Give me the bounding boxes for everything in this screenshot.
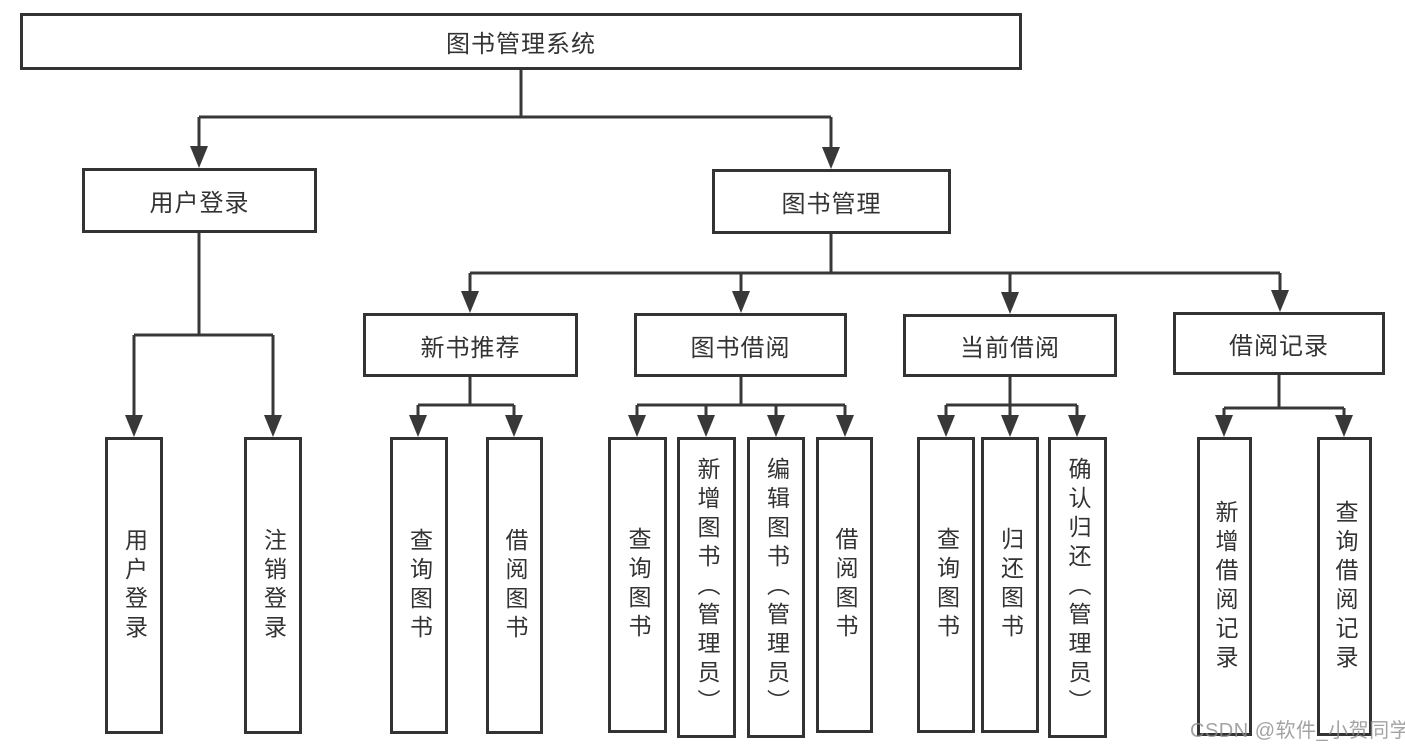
node-label: 借阅记录 xyxy=(1229,333,1329,360)
arrowhead-icon xyxy=(190,146,208,168)
arrowhead-icon xyxy=(628,415,646,437)
arrowhead-icon xyxy=(1068,415,1086,437)
node-label: 图书借阅 xyxy=(690,334,791,362)
csdn-watermark: CSDN @软件_小贺同学 xyxy=(1190,720,1405,742)
arrowhead-icon xyxy=(1001,415,1019,437)
arrowhead-icon xyxy=(732,291,750,313)
leaf-label: 归还图书 xyxy=(997,527,1024,643)
arrowhead-icon xyxy=(409,415,427,437)
leaf-edit-books-admin: 编辑图书（管理员） xyxy=(747,437,805,738)
leaf-label: 查询图书 xyxy=(625,527,651,643)
leaf-label: 借阅图书 xyxy=(832,527,858,643)
node-library-management-system: 图书管理系统 xyxy=(20,13,1022,70)
node-book-borrow: 图书借阅 xyxy=(634,313,847,377)
leaf-return-books: 归还图书 xyxy=(981,437,1039,733)
arrowhead-icon xyxy=(1215,415,1233,437)
arrowhead-icon xyxy=(125,415,143,437)
node-new-book-recommend: 新书推荐 xyxy=(363,313,578,377)
node-user-login: 用户登录 xyxy=(82,168,317,233)
leaf-label: 新增图书（管理员） xyxy=(694,457,720,718)
leaf-user-login: 用户登录 xyxy=(105,437,163,734)
leaf-add-books-admin: 新增图书（管理员） xyxy=(677,437,736,738)
arrowhead-icon xyxy=(836,415,854,437)
node-borrow-records: 借阅记录 xyxy=(1173,312,1385,375)
node-label: 用户登录 xyxy=(149,190,250,217)
node-current-borrow: 当前借阅 xyxy=(903,314,1117,377)
leaf-label: 注销登录 xyxy=(260,527,287,644)
arrowhead-icon xyxy=(1271,290,1289,312)
arrowhead-icon xyxy=(697,415,715,437)
leaf-borrow-books-2: 借阅图书 xyxy=(816,437,873,733)
leaf-label: 查询图书 xyxy=(933,527,960,643)
arrowhead-icon xyxy=(1335,415,1353,437)
leaf-borrow-books-1: 借阅图书 xyxy=(486,437,543,734)
arrowhead-icon xyxy=(264,415,282,437)
leaf-label: 查询图书 xyxy=(406,527,433,644)
arrowhead-icon xyxy=(937,415,955,437)
leaf-label: 新增借阅记录 xyxy=(1212,499,1238,674)
arrowhead-icon xyxy=(767,415,785,437)
leaf-logout: 注销登录 xyxy=(244,437,302,734)
node-label: 当前借阅 xyxy=(960,335,1060,362)
node-label: 图书管理 xyxy=(781,191,882,218)
arrowhead-icon xyxy=(505,415,523,437)
leaf-label: 借阅图书 xyxy=(502,527,528,644)
node-book-management: 图书管理 xyxy=(712,169,951,234)
leaf-label: 用户登录 xyxy=(121,527,148,644)
leaf-query-books-1: 查询图书 xyxy=(390,437,448,734)
leaf-confirm-return-admin: 确认归还（管理员） xyxy=(1048,437,1107,738)
leaf-label: 确认归还（管理员） xyxy=(1065,457,1091,718)
leaf-query-borrow-record: 查询借阅记录 xyxy=(1317,437,1372,736)
node-label: 图书管理系统 xyxy=(446,31,596,58)
arrowhead-icon xyxy=(1001,292,1019,314)
leaf-label: 查询借阅记录 xyxy=(1332,499,1358,674)
leaf-query-books-2: 查询图书 xyxy=(608,437,667,733)
arrowhead-icon xyxy=(461,291,479,313)
leaf-query-books-3: 查询图书 xyxy=(917,437,975,733)
leaf-add-borrow-record: 新增借阅记录 xyxy=(1197,437,1252,736)
leaf-label: 编辑图书（管理员） xyxy=(763,457,790,718)
node-label: 新书推荐 xyxy=(420,334,521,362)
arrowhead-icon xyxy=(822,147,840,169)
